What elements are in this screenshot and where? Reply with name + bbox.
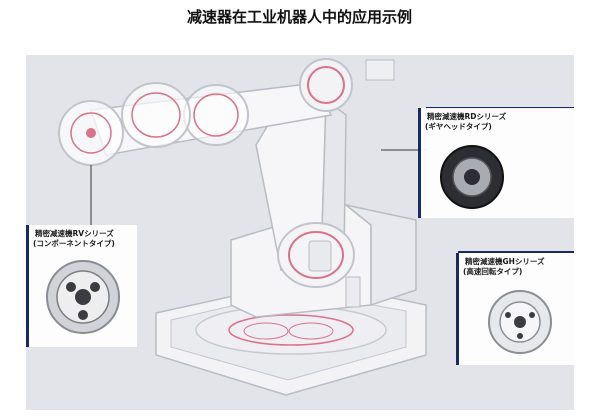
gh-reducer-image bbox=[488, 290, 552, 354]
page-title: 减速器在工业机器人中的应用示例 bbox=[186, 8, 412, 26]
callout-gh-series: 精密減速機GHシリーズ (高速回転タイプ) bbox=[456, 253, 574, 365]
callout-rd-title: 精密減速機RDシリーズ bbox=[427, 112, 507, 121]
callout-rv-title: 精密减速機RVシリーズ bbox=[35, 229, 114, 238]
callout-gh-rule bbox=[458, 251, 574, 253]
rd-reducer-image bbox=[440, 145, 504, 209]
callout-gh-subtitle: (高速回転タイプ) bbox=[463, 267, 523, 276]
robot-illustration: 精密减速機RVシリーズ (コンポーネントタイプ) 精密減速機RDシリーズ (ギヤ… bbox=[26, 55, 574, 410]
callout-rv-series: 精密减速機RVシリーズ (コンポーネントタイプ) bbox=[26, 225, 137, 347]
callout-rv-subtitle: (コンポーネントタイプ) bbox=[33, 239, 115, 248]
rv-reducer-image bbox=[46, 260, 120, 334]
callout-rd-subtitle: (ギヤヘッドタイプ) bbox=[425, 122, 492, 131]
callout-gh-title: 精密減速機GHシリーズ bbox=[465, 257, 545, 266]
industrial-robot-drawing bbox=[58, 58, 427, 396]
callout-rd-series: 精密減速機RDシリーズ (ギヤヘッドタイプ) bbox=[418, 108, 574, 218]
